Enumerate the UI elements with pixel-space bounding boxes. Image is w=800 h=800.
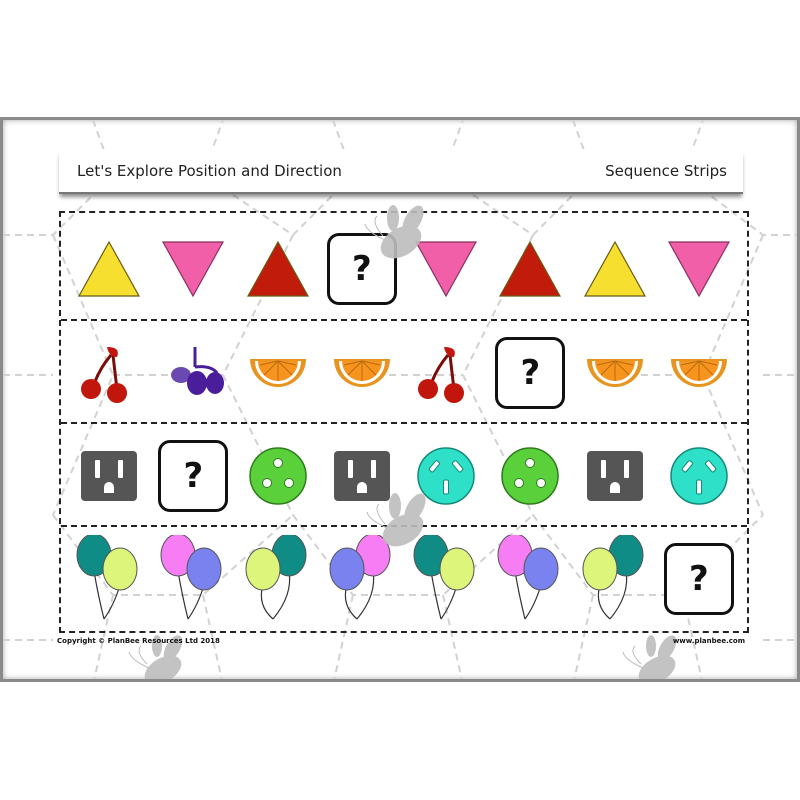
triangle-up-icon [576, 229, 654, 309]
balloons-icon [154, 535, 232, 620]
socket-us-icon [576, 436, 654, 516]
socket-round-3-icon [239, 436, 317, 516]
strip-plug-sockets: ? [61, 424, 747, 528]
balloons-icon [323, 535, 401, 620]
socket-au-icon [660, 436, 738, 516]
orange-slice-icon [576, 333, 654, 413]
triangle-down-icon [660, 229, 738, 309]
balloons-icon [407, 535, 485, 620]
strip-balloons: ? [61, 527, 747, 631]
worksheet-page: Let's Explore Position and Direction Seq… [0, 117, 800, 682]
missing-item-box: ? [154, 436, 232, 516]
sequence-strips: ???? [59, 211, 749, 633]
socket-us-icon [70, 436, 148, 516]
triangle-down-icon [154, 229, 232, 309]
strip-cut-line [61, 422, 747, 424]
bee-watermark-icon [366, 493, 426, 547]
triangle-up-icon [491, 229, 569, 309]
triangle-down-icon [407, 229, 485, 309]
balloons-icon [491, 535, 569, 620]
page-title: Let's Explore Position and Direction [77, 162, 342, 180]
bee-watermark-icon [364, 205, 424, 259]
missing-item-box: ? [491, 333, 569, 413]
triangle-up-icon [239, 229, 317, 309]
socket-au-icon [407, 436, 485, 516]
cherries-icon [70, 333, 148, 413]
strip-shapes: ? [61, 217, 747, 321]
socket-round-3-icon [491, 436, 569, 516]
website-link[interactable]: www.planbee.com [672, 637, 745, 645]
missing-item-box: ? [660, 539, 738, 619]
orange-slice-icon [660, 333, 738, 413]
grapes-icon [154, 333, 232, 413]
orange-slice-icon [323, 333, 401, 413]
question-mark-icon: ? [158, 440, 229, 512]
bee-watermark-icon [622, 635, 677, 679]
balloons-icon [70, 535, 148, 620]
question-mark-icon: ? [495, 337, 566, 409]
strip-cut-line [61, 319, 747, 321]
question-mark-icon: ? [663, 543, 734, 615]
page-subtitle: Sequence Strips [605, 162, 727, 180]
bee-watermark-icon [128, 635, 183, 679]
page-header: Let's Explore Position and Direction Seq… [59, 150, 743, 194]
cherries-icon [407, 333, 485, 413]
socket-us-icon [323, 436, 401, 516]
strip-fruit: ? [61, 321, 747, 425]
triangle-up-icon [70, 229, 148, 309]
copyright-text: Copyright © PlanBee Resources Ltd 2018 [57, 637, 220, 645]
balloons-icon [239, 535, 317, 620]
orange-slice-icon [239, 333, 317, 413]
balloons-icon [576, 535, 654, 620]
